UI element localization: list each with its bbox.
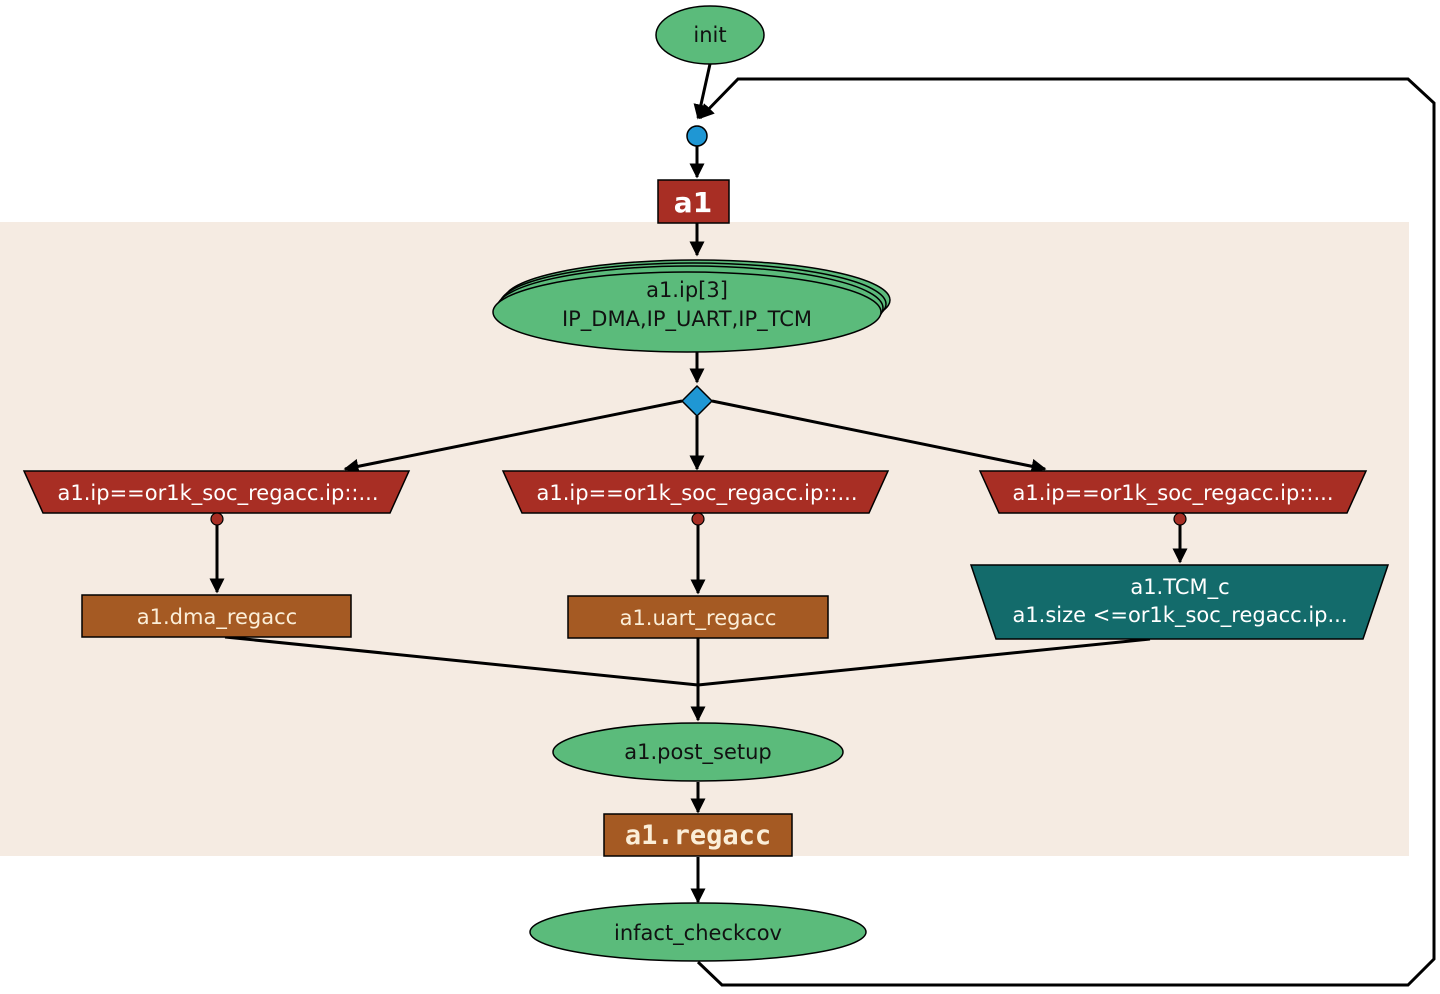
edge-init-join <box>693 63 712 120</box>
node-regacc[interactable]: a1.regacc <box>603 813 793 857</box>
node-post-setup[interactable]: a1.post_setup <box>552 722 844 782</box>
select-diamond <box>680 384 714 418</box>
node-a1-label: a1 <box>674 186 712 219</box>
edge-dma-merge <box>224 635 699 687</box>
node-a1[interactable]: a1 <box>657 179 730 224</box>
join-node <box>686 125 708 147</box>
cond-right-port <box>1173 512 1187 526</box>
edge-tcm-merge <box>697 637 1151 687</box>
node-cond-right-label: a1.ip==or1k_soc_regacc.ip::... <box>1013 481 1334 506</box>
node-ip-repeat[interactable]: a1.ip[3] IP_DMA,IP_UART,IP_TCM <box>492 259 891 353</box>
cond-mid-port <box>691 512 705 526</box>
node-cond-left[interactable]: a1.ip==or1k_soc_regacc.ip::... <box>22 470 411 514</box>
node-post-setup-label: a1.post_setup <box>624 740 772 765</box>
node-dma-label: a1.dma_regacc <box>137 605 297 630</box>
cond-left-port <box>210 512 224 526</box>
node-tcm-constraint[interactable]: a1.TCM_c a1.size <=or1k_soc_regacc.ip... <box>969 564 1390 640</box>
node-tcm-label-2: a1.size <=or1k_soc_regacc.ip... <box>1012 603 1347 628</box>
node-cond-mid-label: a1.ip==or1k_soc_regacc.ip::... <box>537 481 858 506</box>
node-checkcov-label: infact_checkcov <box>614 921 782 946</box>
node-uart-label: a1.uart_regacc <box>620 606 777 631</box>
node-cond-mid[interactable]: a1.ip==or1k_soc_regacc.ip::... <box>501 470 890 514</box>
loop-back-edge <box>696 77 1436 987</box>
edge-select-left <box>343 399 683 474</box>
edges <box>209 63 1188 904</box>
node-checkcov[interactable]: infact_checkcov <box>529 902 867 962</box>
node-uart-regacc[interactable]: a1.uart_regacc <box>567 595 829 639</box>
node-dma-regacc[interactable]: a1.dma_regacc <box>81 594 352 638</box>
node-regacc-label: a1.regacc <box>625 820 771 851</box>
node-cond-right[interactable]: a1.ip==or1k_soc_regacc.ip::... <box>978 470 1368 514</box>
node-init[interactable]: init <box>655 5 765 65</box>
node-cond-left-label: a1.ip==or1k_soc_regacc.ip::... <box>58 481 379 506</box>
node-ip-label-1: a1.ip[3] <box>646 278 728 302</box>
node-ip-label-2: IP_DMA,IP_UART,IP_TCM <box>562 307 812 332</box>
edge-select-right <box>711 399 1047 474</box>
node-init-label: init <box>693 23 726 47</box>
node-tcm-label-1: a1.TCM_c <box>1130 575 1229 600</box>
